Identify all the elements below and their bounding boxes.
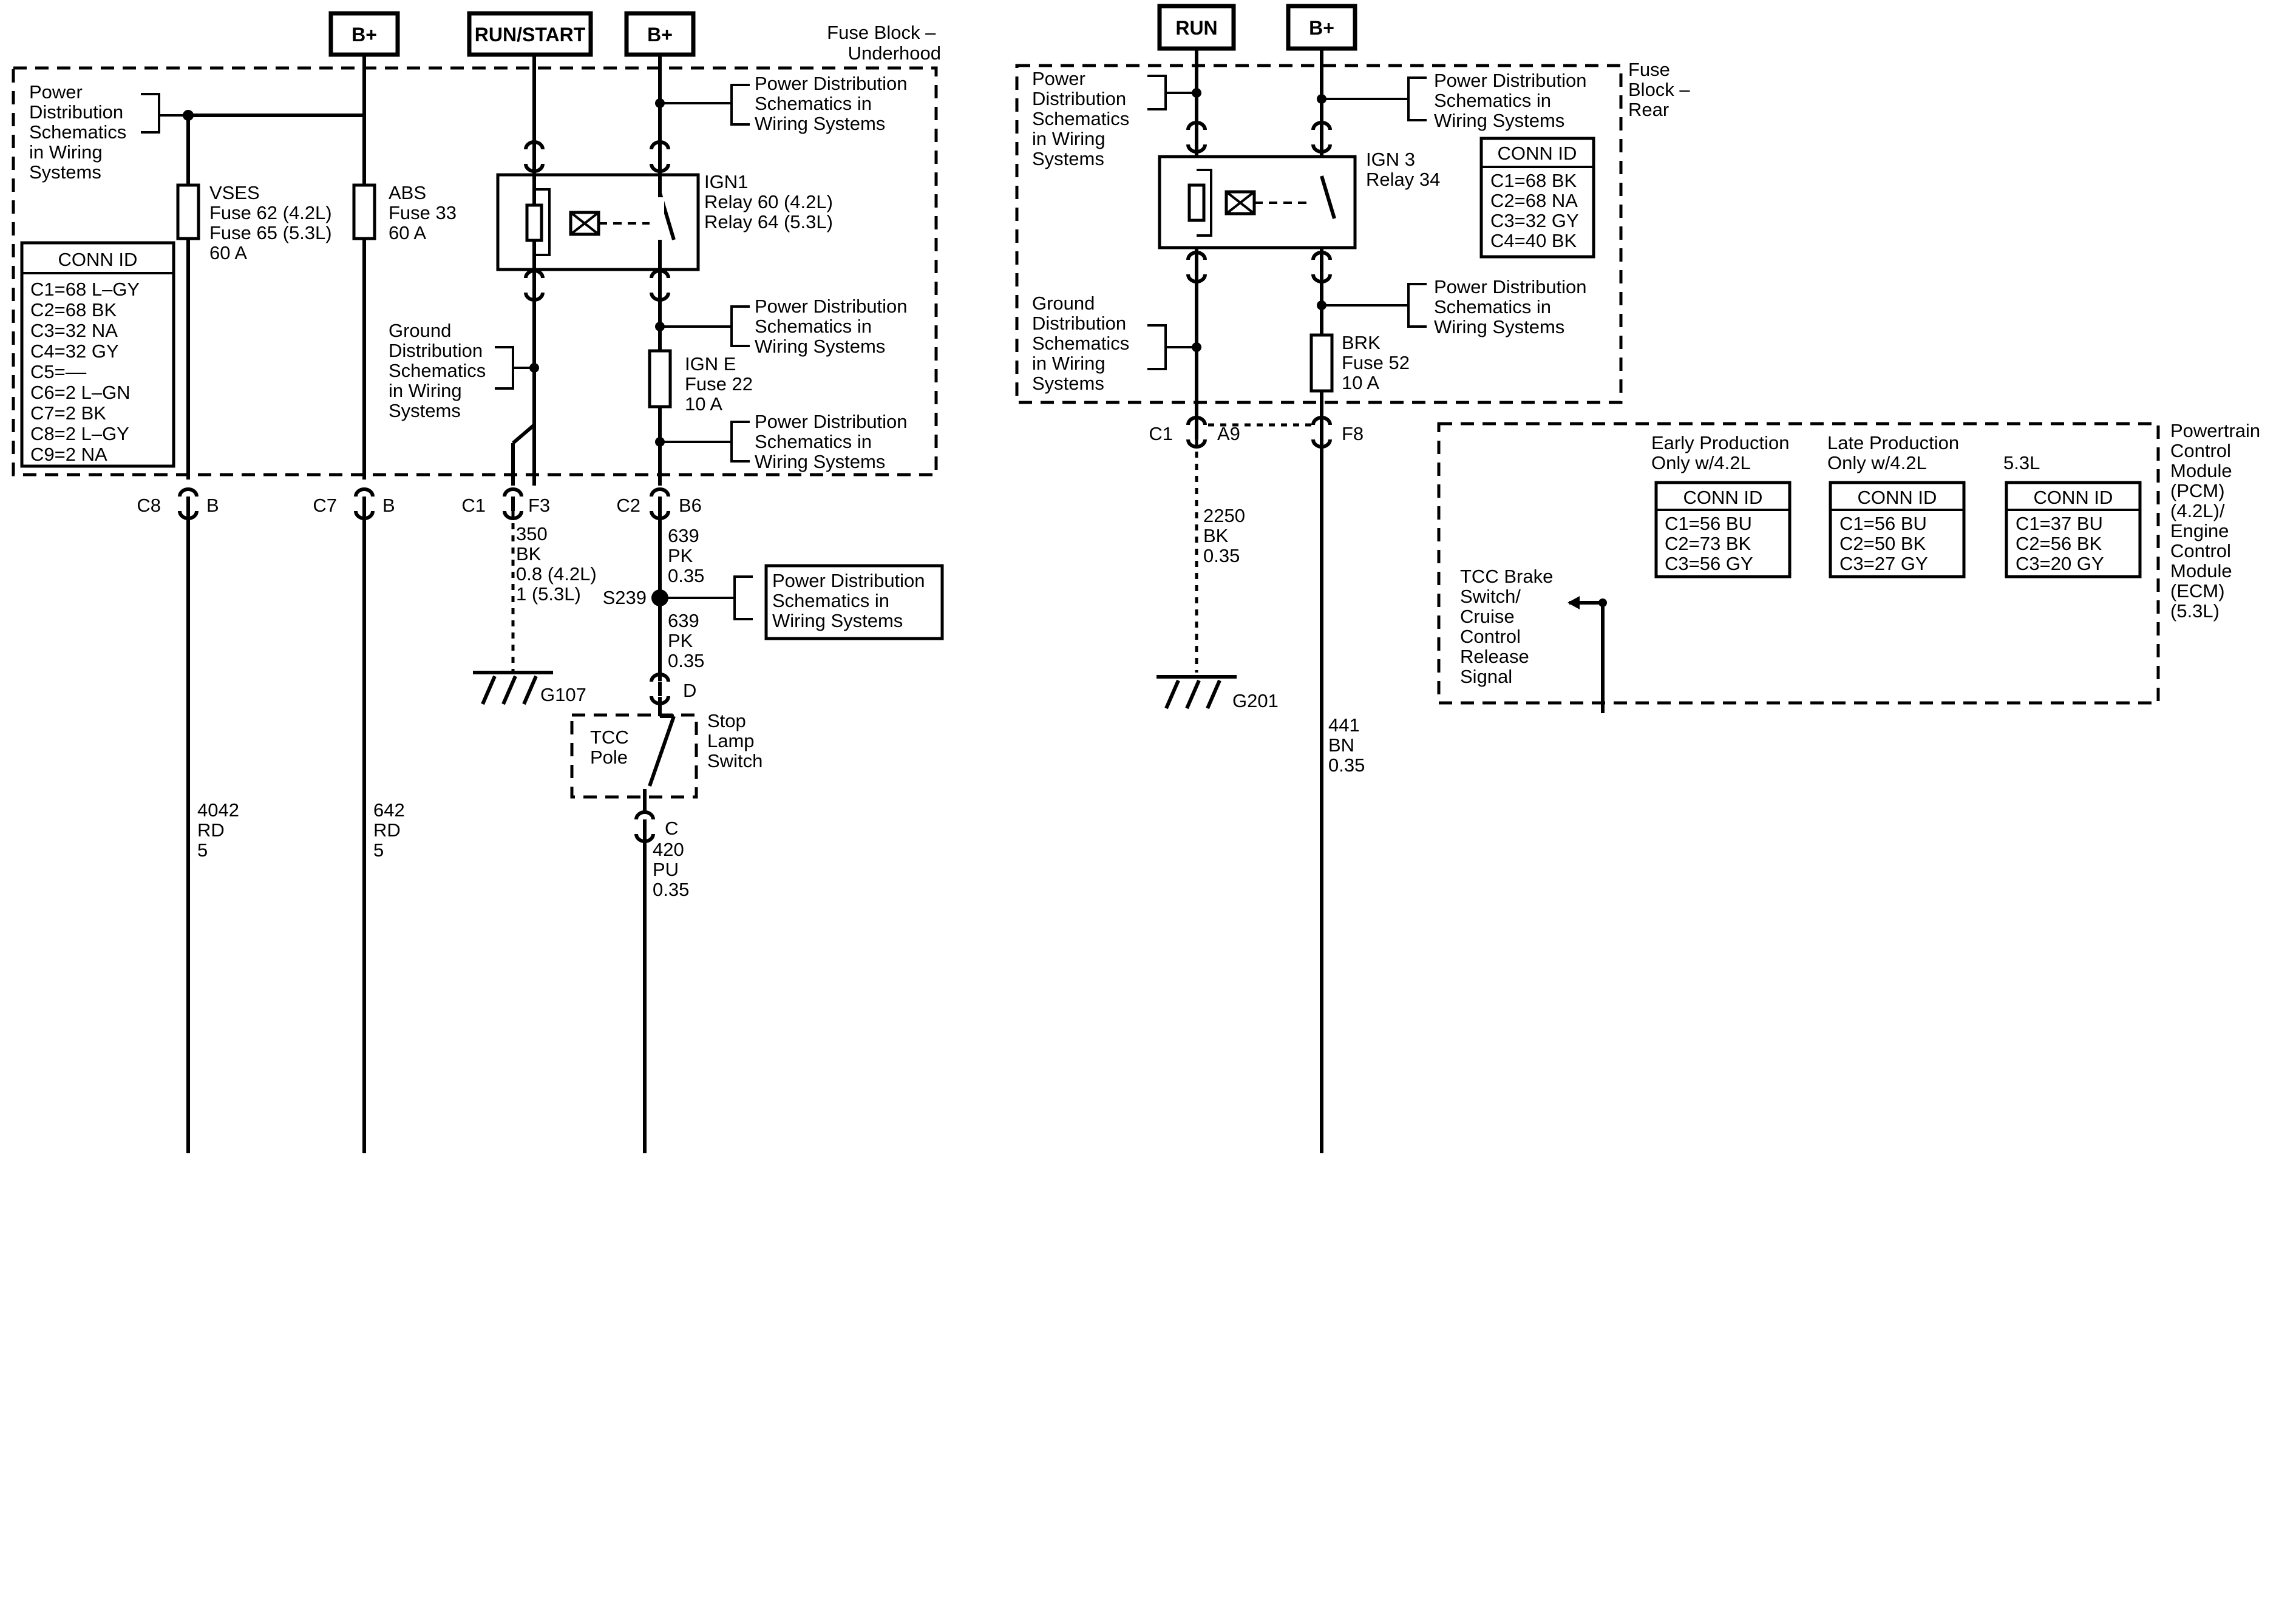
svg-text:CONN ID: CONN ID	[1683, 487, 1763, 508]
svg-text:C1: C1	[1149, 423, 1173, 444]
ign-e-fuse	[648, 349, 672, 408]
svg-text:CONN ID: CONN ID	[2034, 487, 2113, 508]
ign-e-fuse-label: IGN E Fuse 22 10 A	[685, 353, 758, 415]
vses-fuse-label: VSES Fuse 62 (4.2L) Fuse 65 (5.3L) 60 A	[209, 182, 337, 263]
svg-text:C8: C8	[137, 495, 161, 516]
g107-label: G107	[540, 684, 586, 705]
bplus-label: B+	[647, 24, 673, 46]
svg-text:CONN ID: CONN ID	[1858, 487, 1937, 508]
conn-id-table-underhood: CONN ID C1=68 L–GY C2=68 BK C3=32 NA C4=…	[20, 241, 175, 468]
bplus-box-2: B+	[624, 11, 696, 57]
svg-text:C1: C1	[461, 495, 486, 516]
svg-text:B: B	[382, 495, 395, 516]
svg-text:C: C	[665, 818, 678, 839]
ign1-relay-label: IGN1 Relay 60 (4.2L) Relay 64 (5.3L)	[704, 171, 838, 232]
svg-text:RUN: RUN	[1175, 17, 1217, 39]
svg-text:B6: B6	[679, 495, 702, 516]
bplus-label: B+	[352, 24, 377, 46]
run-start-label: RUN/START	[475, 24, 586, 46]
svg-text:B: B	[206, 495, 219, 516]
ign1-relay	[496, 55, 700, 486]
abs-fuse	[352, 183, 376, 240]
fuse-block-underhood: B+ RUN/START B+ Fuse Block – Underhood P…	[12, 11, 941, 486]
svg-text:F3: F3	[528, 495, 550, 516]
fbu-connectors: C8 B C7 B C1 F3 C2 B6	[137, 489, 702, 518]
svg-text:D: D	[683, 680, 696, 701]
svg-text:C1=68 L–GY C2=68 BK: C1=68 L–GY C2=68 BK C3=32 NA C4=32 GY C5…	[30, 279, 144, 465]
abs-fuse-label: ABS Fuse 33 60 A	[389, 182, 462, 243]
ground-distribution-ref: Ground Distribution Schematics in Wiring…	[389, 320, 491, 421]
svg-text:CONN ID: CONN ID	[58, 249, 138, 270]
vses-fuse	[176, 183, 200, 240]
svg-text:CONN ID: CONN ID	[1498, 143, 1577, 164]
svg-text:A9: A9	[1217, 423, 1240, 444]
svg-text:5.3L: 5.3L	[2003, 452, 2040, 473]
svg-text:F8: F8	[1342, 423, 1364, 444]
svg-text:S239: S239	[603, 587, 647, 608]
run-start-box: RUN/START	[467, 11, 593, 57]
svg-text:C2: C2	[616, 495, 640, 516]
bplus-box-1: B+	[328, 11, 400, 57]
svg-text:C7: C7	[313, 495, 337, 516]
power-distribution-ref-left: Power Distribution Schematics in Wiring …	[29, 81, 132, 183]
fuse-block-underhood-title: Fuse Block – Underhood	[827, 22, 941, 64]
svg-text:B+: B+	[1309, 17, 1334, 39]
svg-text:G201: G201	[1232, 690, 1279, 711]
